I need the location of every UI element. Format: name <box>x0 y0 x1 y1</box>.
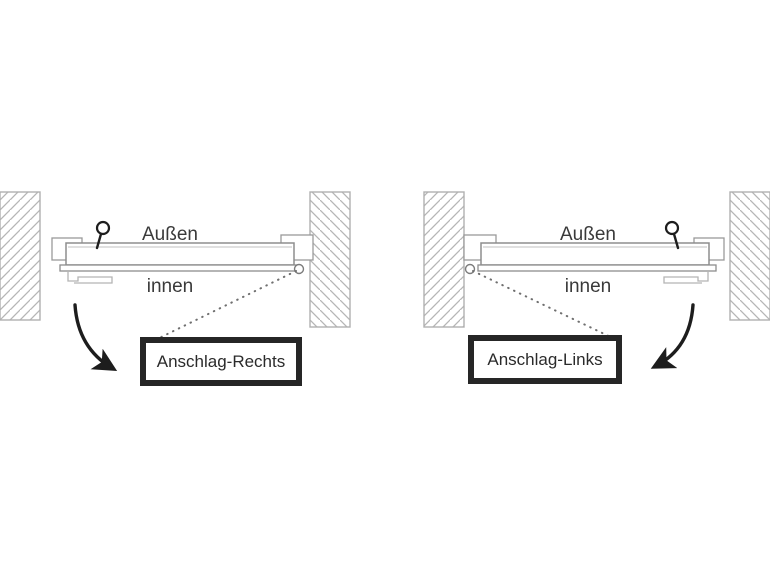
wall-left <box>0 191 41 321</box>
callout-label: Anschlag-Links <box>487 350 602 369</box>
door-panel <box>480 242 710 266</box>
inside-label: innen <box>565 276 612 297</box>
swing-direction-arrow <box>73 303 118 372</box>
diagram-left-hand: Außen innen Anschlag-Links <box>423 191 770 384</box>
handle-knob-icon <box>95 220 111 236</box>
callout-box <box>140 337 302 386</box>
callout-label: Anschlag-Rechts <box>157 352 286 371</box>
swing-direction-arrow <box>650 303 695 369</box>
lock-fitting <box>67 272 113 284</box>
diagram-right-hand: Außen innen Anschlag-Rechts <box>0 191 351 386</box>
wall-right <box>729 191 770 321</box>
door-sill <box>59 264 299 272</box>
leader-line <box>472 270 622 343</box>
lock-fitting <box>663 272 709 284</box>
wall-right <box>309 191 351 328</box>
outside-label: Außen <box>142 224 198 245</box>
wall-left <box>423 191 465 328</box>
door-sill <box>477 264 717 272</box>
outside-label: Außen <box>560 224 616 245</box>
handle-knob-icon <box>664 220 680 236</box>
callout-box <box>468 335 622 384</box>
handle-stem <box>672 232 680 250</box>
handle-stem <box>95 232 103 250</box>
inside-label: innen <box>147 276 194 297</box>
door-panel <box>65 242 295 266</box>
